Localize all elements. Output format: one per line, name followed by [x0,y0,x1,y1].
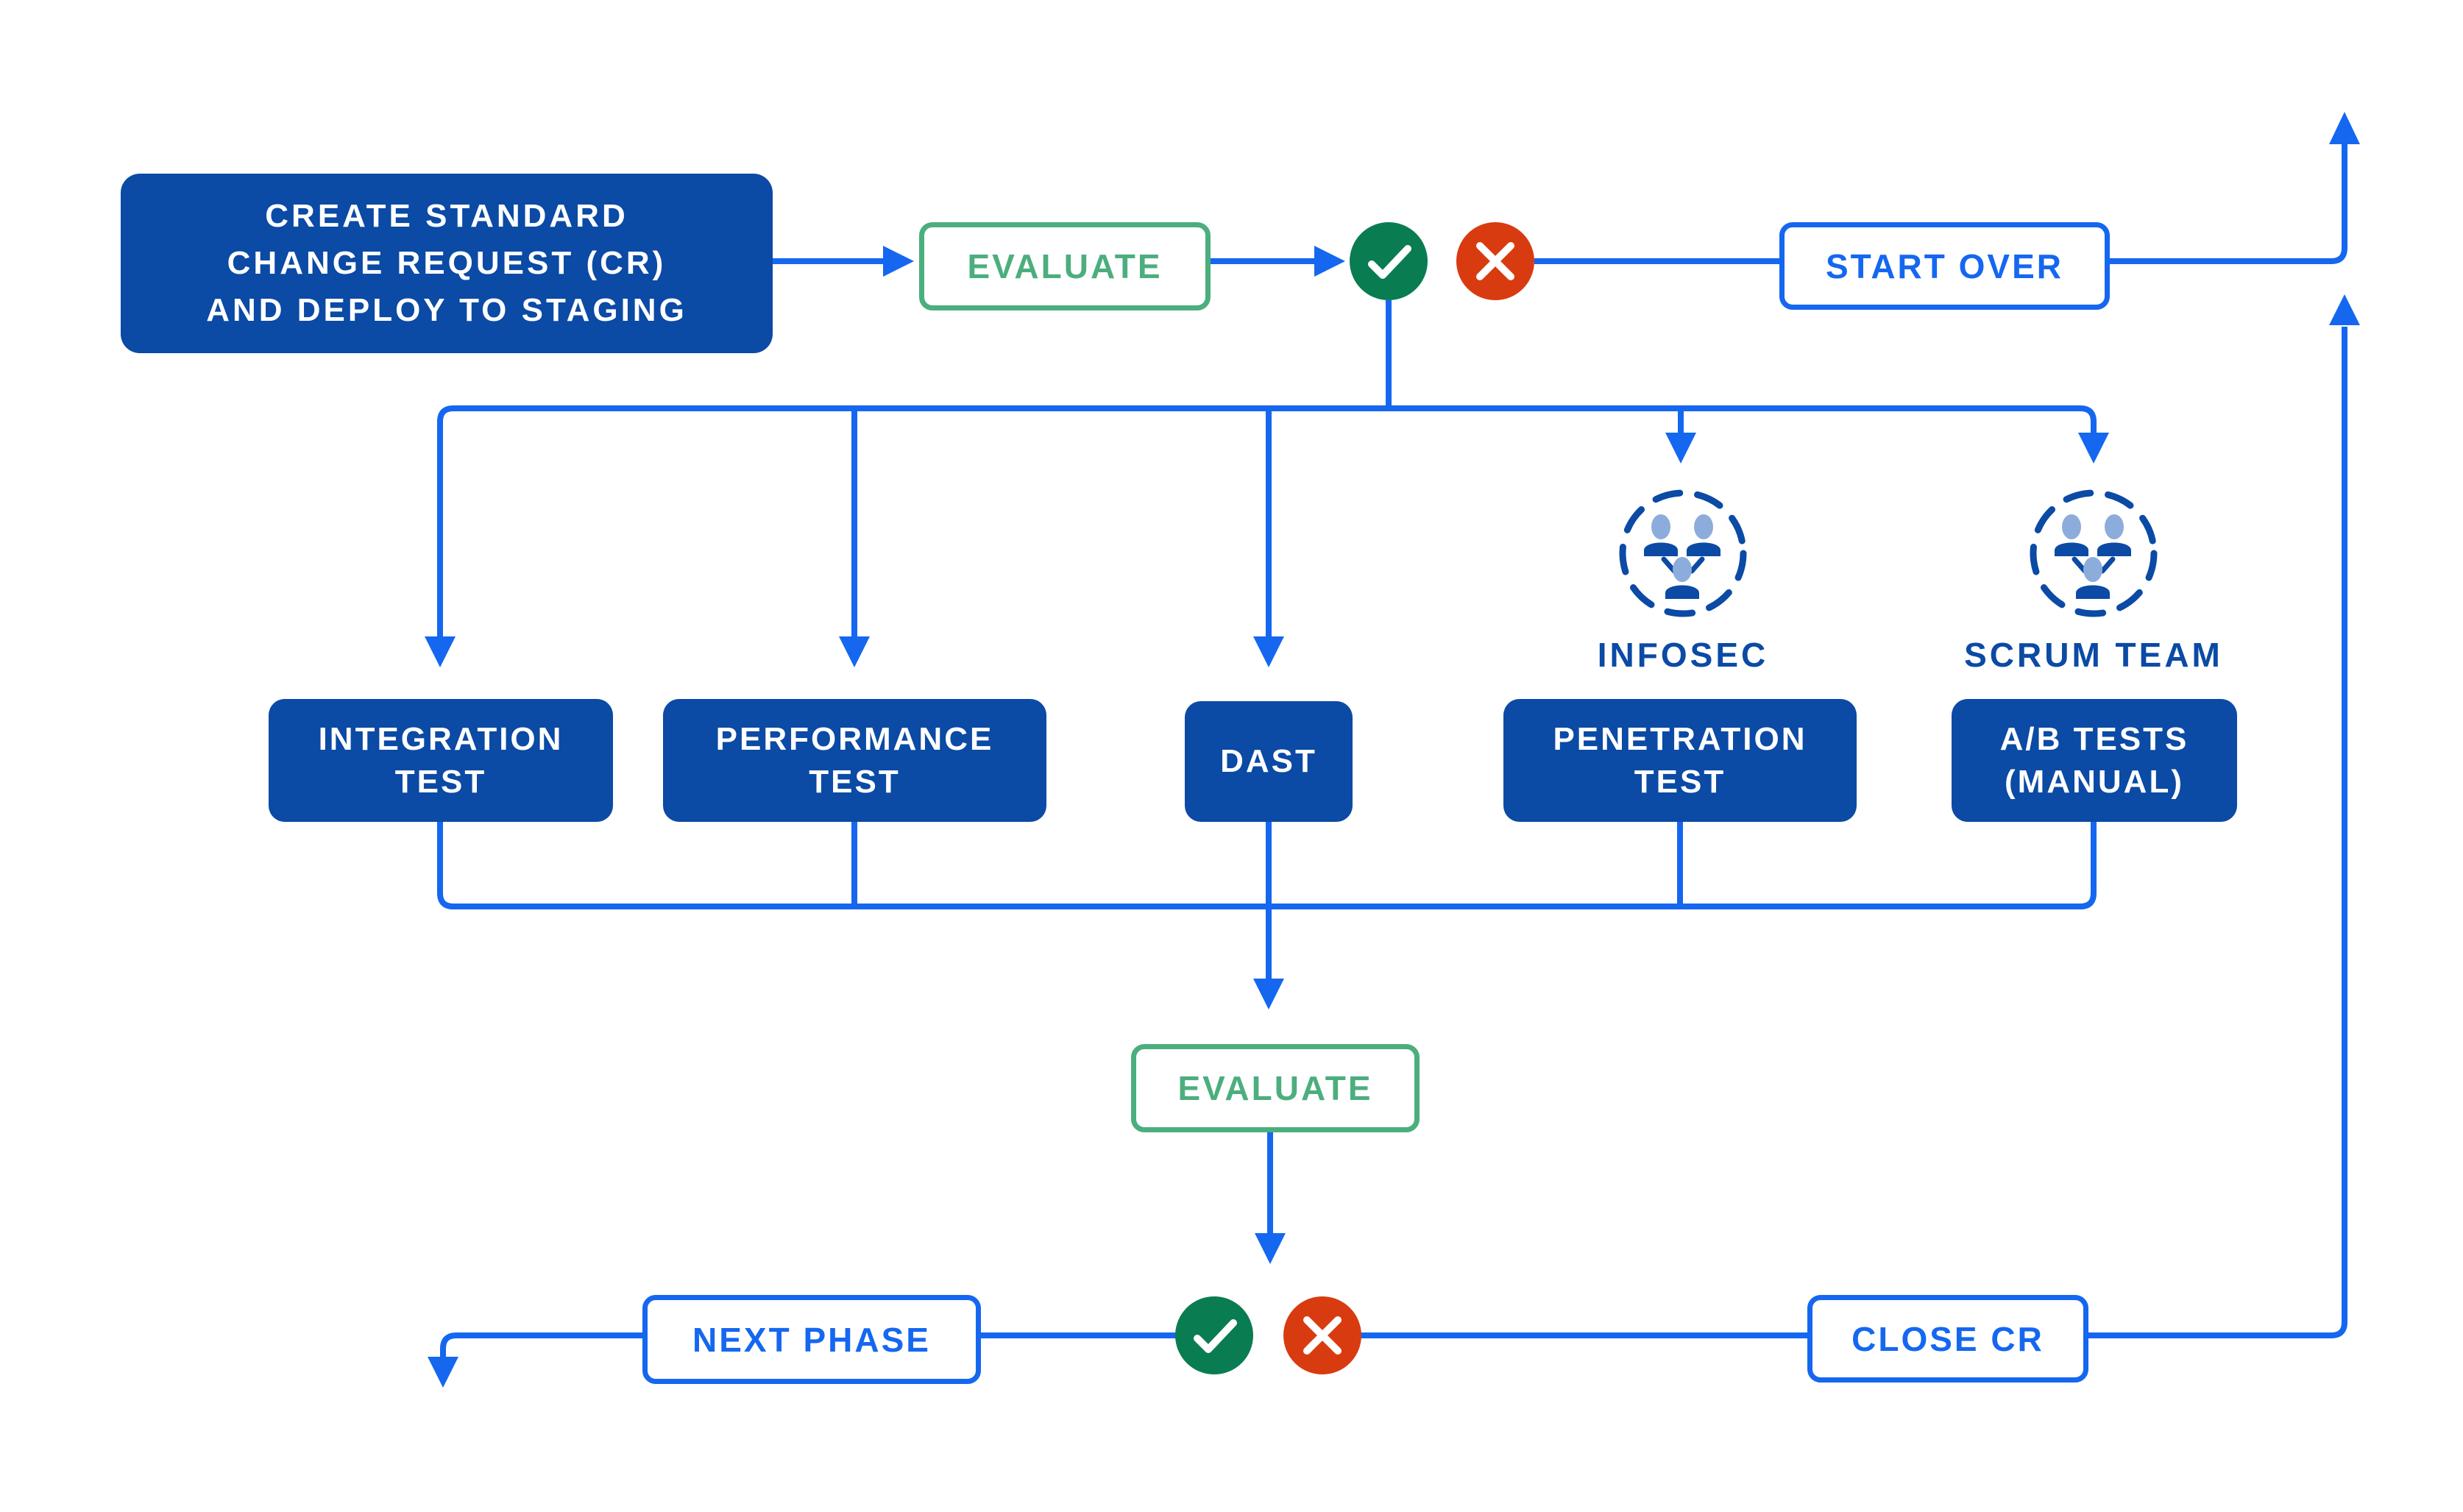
node-label-line: TEST [809,763,901,800]
node-label-line: TEST [394,763,487,800]
pass-circle [1175,1296,1253,1374]
edge-create-to-evaluate [773,246,914,277]
check-icon [1194,1319,1237,1353]
infosec-team-icon [1623,493,1743,614]
edge-evaluate-to-decision-bottom [1255,1122,1286,1264]
decision-pass-bottom [1175,1296,1253,1374]
node-close-cr: CLOSE CR [1807,1295,2088,1383]
node-label-line: INTEGRATION [318,720,564,757]
edge-evaluate-to-decision-top [1200,246,1345,277]
scrum-team-icon [2033,493,2154,614]
node-dast: DAST [1185,701,1353,822]
edge-collector-to-evaluate [1253,906,1284,1009]
decision-pass-top [1350,222,1428,300]
branch-bus [425,405,2109,667]
collector-bus [437,822,2097,909]
pass-circle [1350,222,1428,300]
decision-fail-top [1456,222,1534,300]
node-ab-tests-manual: A/B TESTS (MANUAL) [1952,699,2237,822]
edge-start-over-loop-up [2099,112,2360,264]
node-evaluate-top: EVALUATE [919,222,1211,310]
node-label: CLOSE CR [1851,1319,2044,1358]
node-label: EVALUATE [1177,1069,1373,1107]
node-label-line: CREATE STANDARD [265,198,628,234]
node-next-phase: NEXT PHASE [642,1295,981,1384]
x-icon [1476,242,1514,280]
scrum-team-label: SCRUM TEAM [1964,636,2223,674]
node-label-line: TEST [1634,763,1726,800]
check-icon [1368,245,1411,279]
edge-close-cr-loop-up [2078,294,2360,1338]
decision-fail-bottom [1283,1296,1361,1374]
node-label-line: PERFORMANCE [715,720,994,757]
node-label-line: (MANUAL) [2005,763,2184,800]
node-create-change-request: CREATE STANDARD CHANGE REQUEST (CR) AND … [121,174,773,353]
node-label: EVALUATE [967,247,1163,285]
node-label-line: A/B TESTS [1999,720,2189,757]
x-icon [1303,1316,1342,1355]
node-label-line: PENETRATION [1553,720,1807,757]
infosec-label: INFOSEC [1597,636,1769,674]
node-penetration-test: PENETRATION TEST [1503,699,1857,822]
node-performance-test: PERFORMANCE TEST [663,699,1046,822]
node-label-line: CHANGE REQUEST (CR) [227,245,667,281]
edge-next-phase-exit [428,1332,642,1388]
node-label: NEXT PHASE [692,1320,931,1359]
node-label-line: DAST [1220,743,1317,779]
node-label: START OVER [1825,246,2064,285]
node-start-over: START OVER [1779,222,2110,310]
node-label-line: AND DEPLOY TO STAGING [206,292,687,328]
node-integration-test: INTEGRATION TEST [269,699,613,822]
node-evaluate-bottom: EVALUATE [1131,1044,1420,1132]
